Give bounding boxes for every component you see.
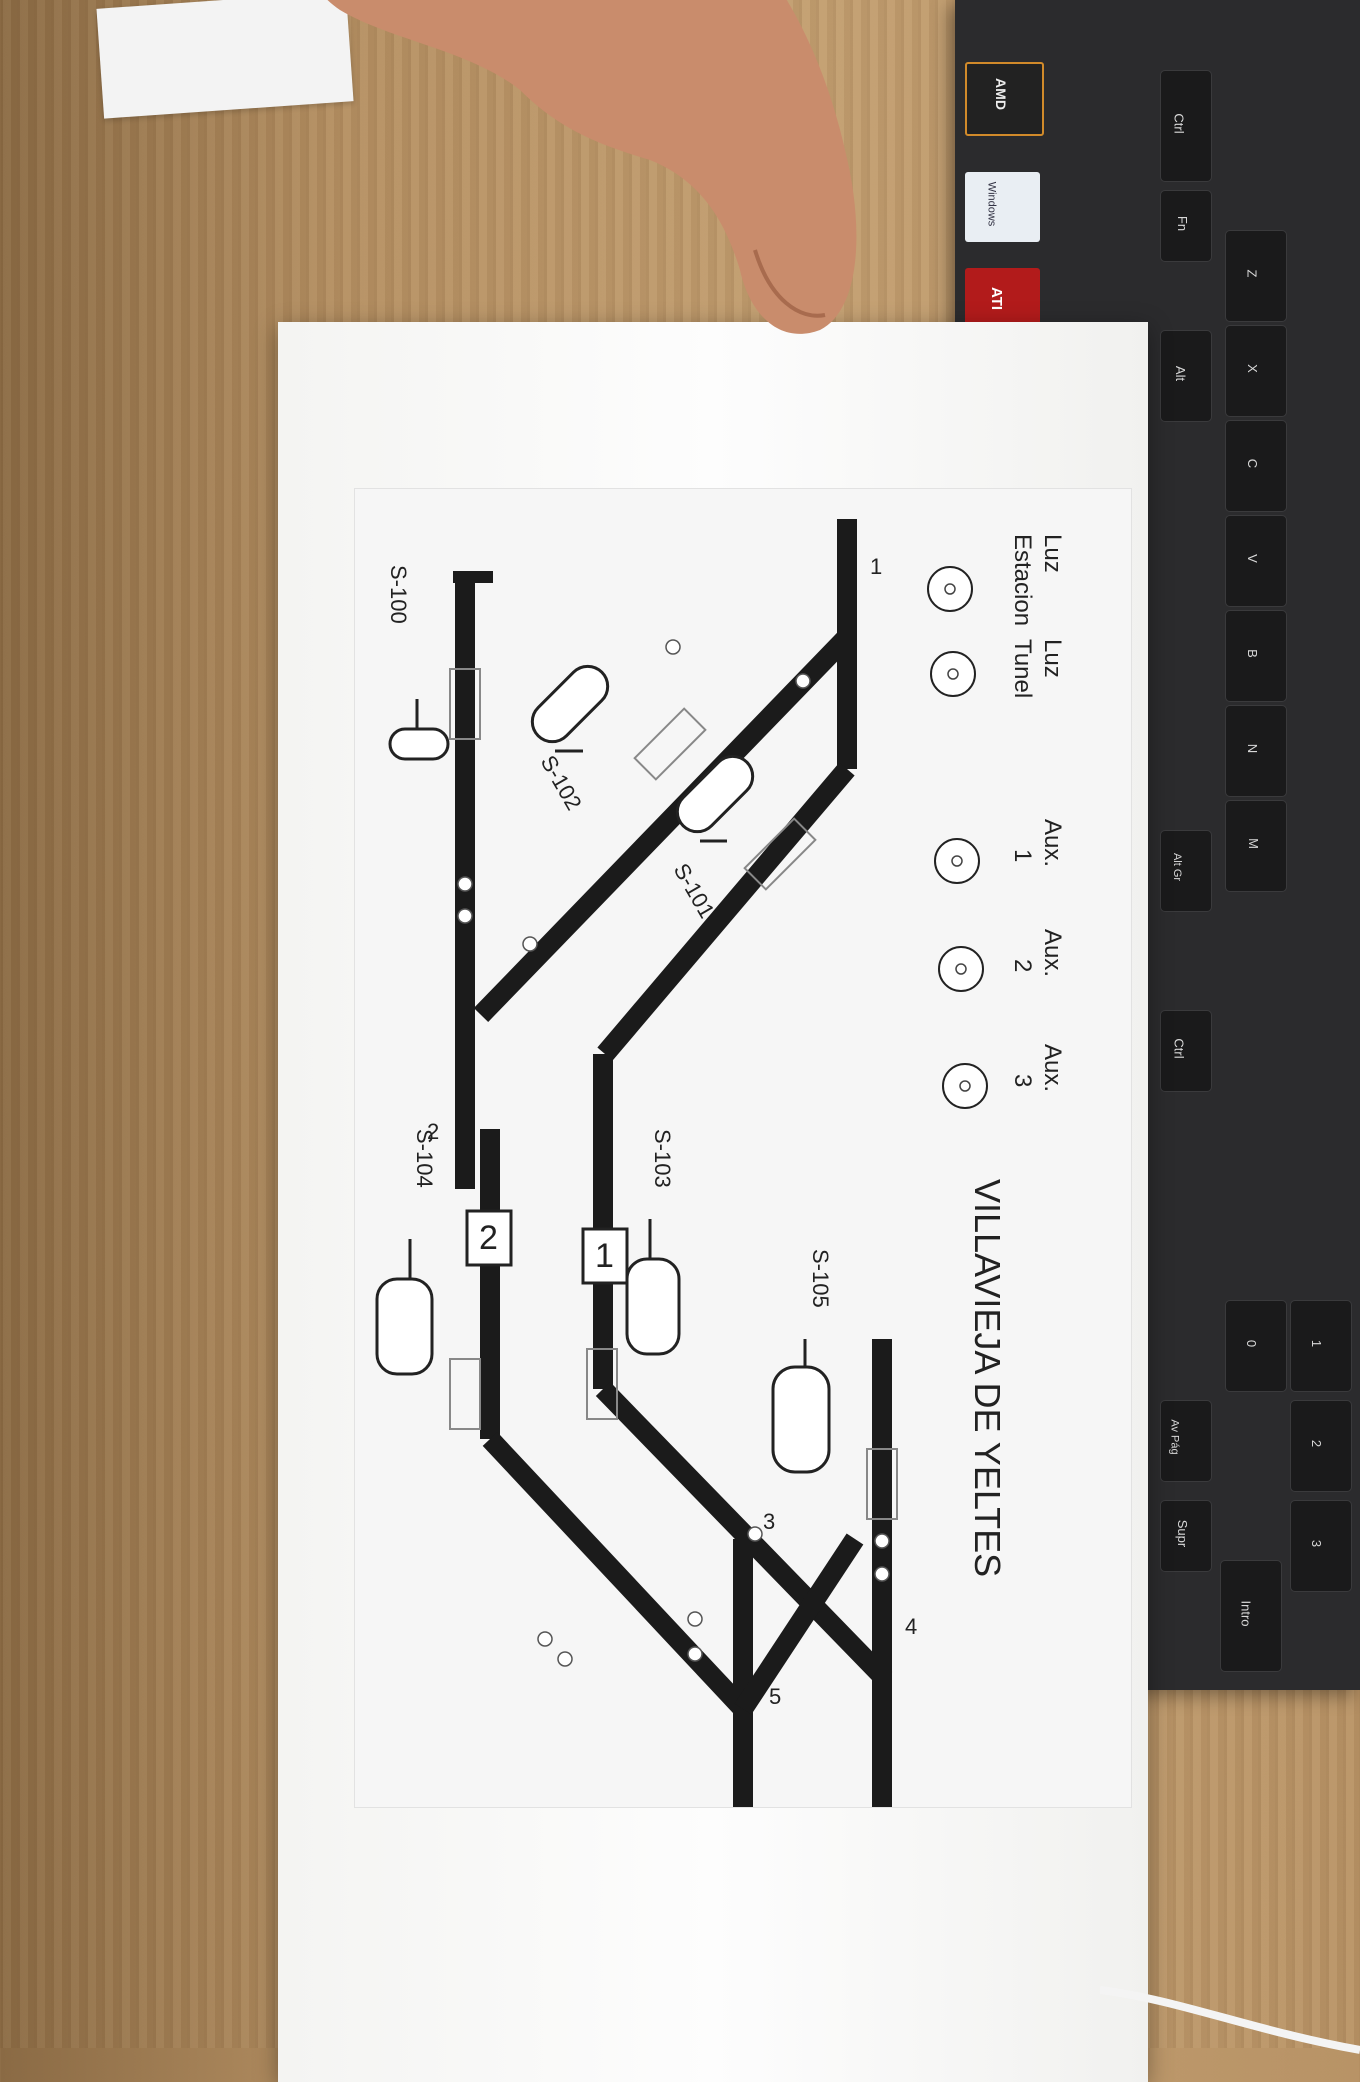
light-label: Luz (1039, 534, 1066, 573)
block-box (465, 1209, 513, 1267)
signal-label: S-100 (386, 565, 411, 624)
block-number: 1 (595, 1237, 614, 1275)
keyboard-key: Av Pág (1160, 1400, 1212, 1482)
light-aux-1: Aux. 1 (934, 819, 1066, 884)
track-lines (453, 519, 893, 1809)
sticker-text: AMD (992, 78, 1009, 110)
track-segment (597, 762, 855, 1061)
light-aux-2: Aux. 2 (938, 929, 1066, 992)
key-label: N (1245, 743, 1261, 754)
key-label: Av Pág (1168, 1419, 1181, 1455)
keyboard-key: Fn (1160, 190, 1212, 262)
light-label: Aux. (1039, 929, 1066, 977)
terminal-dots (457, 639, 890, 1667)
key-label: 2 (1309, 1439, 1325, 1448)
diagram-title: VILLAVIEJA DE YELTES (967, 1179, 1008, 1577)
amd-sticker: AMD (965, 62, 1044, 136)
light-label: Aux. (1039, 819, 1066, 867)
track-diagram: VILLAVIEJA DE YELTES 1 2 3 4 5 (375, 519, 1066, 1809)
keyboard-key: 2 (1290, 1400, 1352, 1492)
key-label: M (1245, 838, 1261, 849)
track-number: 4 (905, 1614, 917, 1639)
track-number: 2 (427, 1119, 439, 1144)
key-label: Ctrl (1171, 113, 1187, 134)
signal-s-102: S-102 (530, 664, 610, 814)
track-segment (482, 1432, 751, 1716)
light-tunel: Luz Tunel (930, 639, 1066, 698)
key-label: V (1244, 554, 1260, 563)
thumb-nail (753, 249, 826, 318)
track-diagram-board: VILLAVIEJA DE YELTES 1 2 3 4 5 (354, 488, 1132, 1809)
key-label: Alt Gr (1171, 852, 1184, 882)
key-label: X (1244, 364, 1260, 373)
light-estacion: Luz Estacion (927, 534, 1066, 626)
key-label: 0 (1244, 1339, 1260, 1348)
key-label: Fn (1175, 215, 1191, 232)
light-label: Estacion (1009, 534, 1036, 626)
light-panel: Luz Estacion Luz Tunel Aux. 1 (927, 534, 1066, 1109)
hand (327, 0, 857, 334)
keyboard-key: Alt Gr (1160, 830, 1212, 912)
keyboard-key: 1 (1290, 1300, 1352, 1392)
keyboard-key: Intro (1220, 1560, 1282, 1672)
signal-s-104: S-104 (375, 1129, 437, 1376)
key-label: Alt (1173, 365, 1189, 382)
keyboard-key: V (1225, 515, 1287, 607)
signal-s-105: S-105 (771, 1249, 833, 1474)
key-label: Supr (1175, 1519, 1191, 1548)
keyboard-key: X (1225, 325, 1287, 417)
key-label: 1 (1309, 1339, 1325, 1348)
sticker-text: ATI (988, 286, 1006, 311)
track-number: 3 (763, 1509, 775, 1534)
track-segment (473, 632, 853, 1022)
signal-s-103: S-103 (625, 1129, 681, 1356)
light-label: Luz (1039, 639, 1066, 678)
light-aux-3: Aux. 3 (942, 1044, 1066, 1109)
sticker-text: Windows (985, 181, 998, 227)
keyboard-key: M (1225, 800, 1287, 892)
keyboard-key: Ctrl (1160, 70, 1212, 182)
track-number: 1 (870, 554, 882, 579)
block-number: 2 (479, 1219, 498, 1257)
light-label: Tunel (1009, 639, 1036, 698)
track-number: 5 (769, 1684, 781, 1709)
track-segment (734, 1533, 864, 1715)
key-label: Z (1244, 269, 1260, 278)
keyboard-key: Supr (1160, 1500, 1212, 1572)
keyboard-key: B (1225, 610, 1287, 702)
light-label: Aux. (1039, 1044, 1066, 1092)
hand-shape (327, 0, 857, 334)
usb-cable (1100, 1986, 1360, 2054)
key-label: Ctrl (1171, 1038, 1187, 1059)
keyboard-key: N (1225, 705, 1287, 797)
signal-label: S-101 (669, 859, 720, 922)
block-box (581, 1227, 629, 1285)
signal-label: S-105 (808, 1249, 833, 1308)
light-label: 2 (1009, 959, 1036, 972)
key-label: B (1244, 649, 1260, 658)
light-label: 3 (1009, 1074, 1036, 1087)
keyboard-key: Z (1225, 230, 1287, 322)
signal-label: S-103 (650, 1129, 675, 1188)
keyboard-key: C (1225, 420, 1287, 512)
key-label: Intro (1238, 1600, 1254, 1627)
signal-label: S-102 (536, 751, 587, 814)
signal-label: S-104 (412, 1129, 437, 1188)
key-label: 3 (1309, 1539, 1325, 1548)
keyboard-key: 3 (1290, 1500, 1352, 1592)
key-label: C (1245, 458, 1261, 469)
signal-s-100: S-100 (386, 565, 450, 761)
track-segment (595, 1382, 893, 1686)
keyboard-key: Alt (1160, 330, 1212, 422)
windows-sticker: Windows (965, 172, 1040, 242)
keyboard-key: Ctrl (1160, 1010, 1212, 1092)
keyboard-key: 0 (1225, 1300, 1287, 1392)
turnout-markers (449, 668, 898, 1520)
light-label: 1 (1009, 849, 1036, 862)
